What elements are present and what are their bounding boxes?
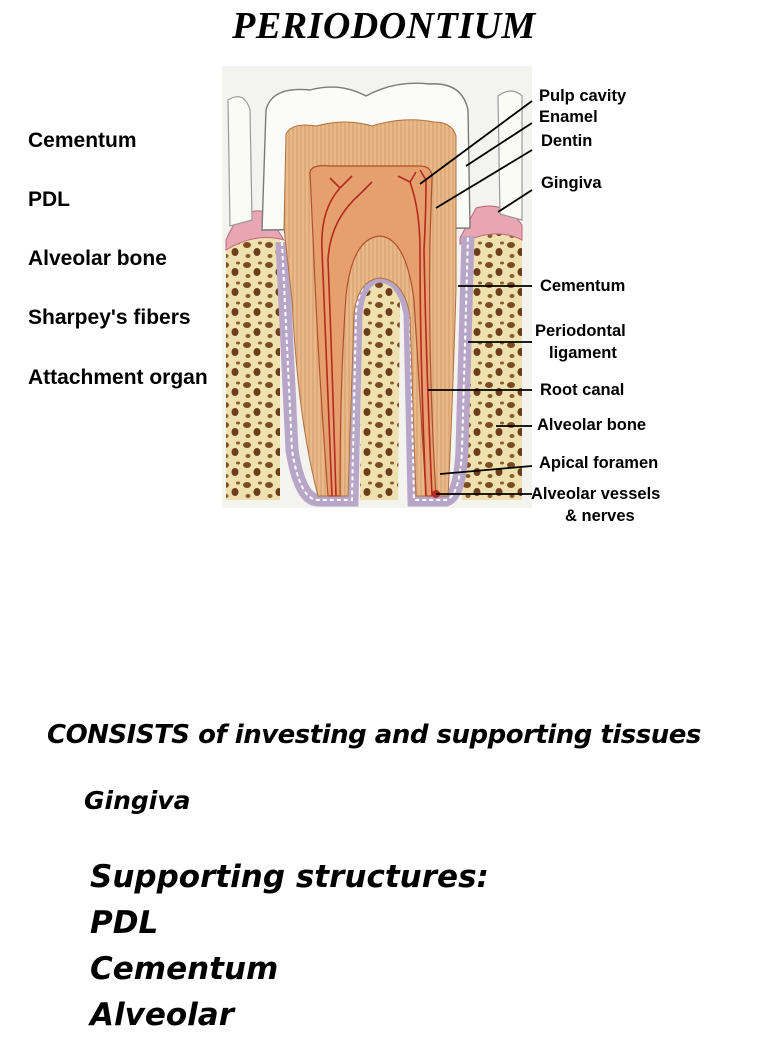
label-alveolar-bone: Alveolar bone	[537, 416, 646, 434]
label-pulp-cavity: Pulp cavity	[539, 87, 627, 105]
supporting-item-cementum: Cementum	[90, 951, 279, 987]
neighbour-tooth-right	[497, 90, 523, 221]
neighbour-tooth-left	[227, 96, 253, 227]
label-apical-foramen: Apical foramen	[539, 454, 658, 472]
supporting-item-alveolar: Alveolar	[90, 997, 234, 1033]
label-dentin: Dentin	[541, 132, 592, 150]
supporting-structures: Supporting structures: PDL Cementum Alve…	[90, 854, 489, 1038]
consists-statement: CONSISTS of investing and supporting tis…	[47, 720, 701, 750]
investing-tissue: Gingiva	[84, 786, 191, 815]
leader-lines	[419, 100, 533, 495]
pulp-cavity	[309, 165, 437, 497]
alveolar-bone-left	[226, 235, 280, 500]
label-root-canal: Root canal	[540, 381, 624, 399]
component-sharpeys-fibers: Sharpey's fibers	[28, 306, 191, 329]
label-gingiva: Gingiva	[541, 174, 602, 192]
supporting-heading: Supporting structures:	[90, 859, 489, 895]
supporting-item-pdl: PDL	[90, 905, 159, 941]
tooth-diagram: Pulp cavity Enamel Dentin Gingiva Cement…	[222, 66, 660, 525]
page-title: PERIODONTIUM	[232, 5, 536, 47]
component-alveolar-bone: Alveolar bone	[28, 247, 167, 270]
label-ligament: ligament	[549, 344, 617, 362]
alveolar-bone-right	[462, 229, 522, 500]
label-alveolar-vessels: Alveolar vessels	[531, 485, 660, 503]
label-nerves: & nerves	[565, 507, 635, 525]
interradicular-bone	[360, 279, 400, 500]
label-cementum: Cementum	[540, 277, 625, 295]
label-periodontal: Periodontal	[535, 322, 626, 340]
component-attachment-organ: Attachment organ	[28, 366, 208, 389]
component-pdl: PDL	[28, 188, 70, 211]
pulp-vessels	[321, 169, 433, 497]
component-cementum: Cementum	[28, 129, 137, 152]
label-enamel: Enamel	[539, 108, 598, 126]
